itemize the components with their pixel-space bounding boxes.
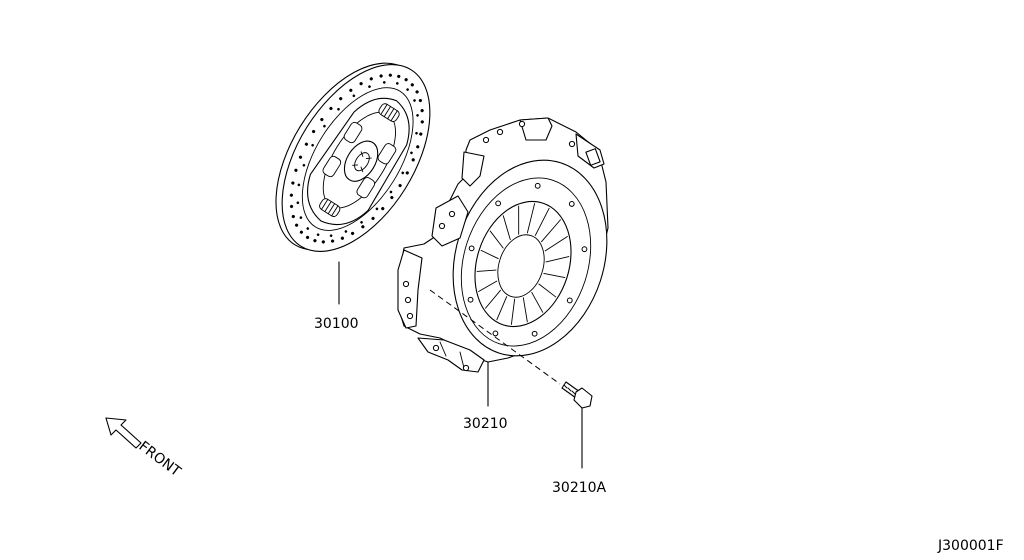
front-direction-indicator: FRONT [105, 417, 184, 480]
bolt-alignment-line [429, 289, 561, 385]
front-arrow-icon [105, 417, 142, 449]
part-label-30210: 30210 [463, 416, 508, 432]
clutch-cover-drawing [397, 117, 609, 373]
part-label-30210A: 30210A [552, 480, 607, 496]
part-label-30100: 30100 [314, 316, 359, 332]
bolt-drawing [561, 381, 593, 409]
clutch-disc-drawing [275, 62, 431, 252]
front-label: FRONT [136, 438, 184, 480]
diagram-code: J300001F [937, 538, 1004, 554]
